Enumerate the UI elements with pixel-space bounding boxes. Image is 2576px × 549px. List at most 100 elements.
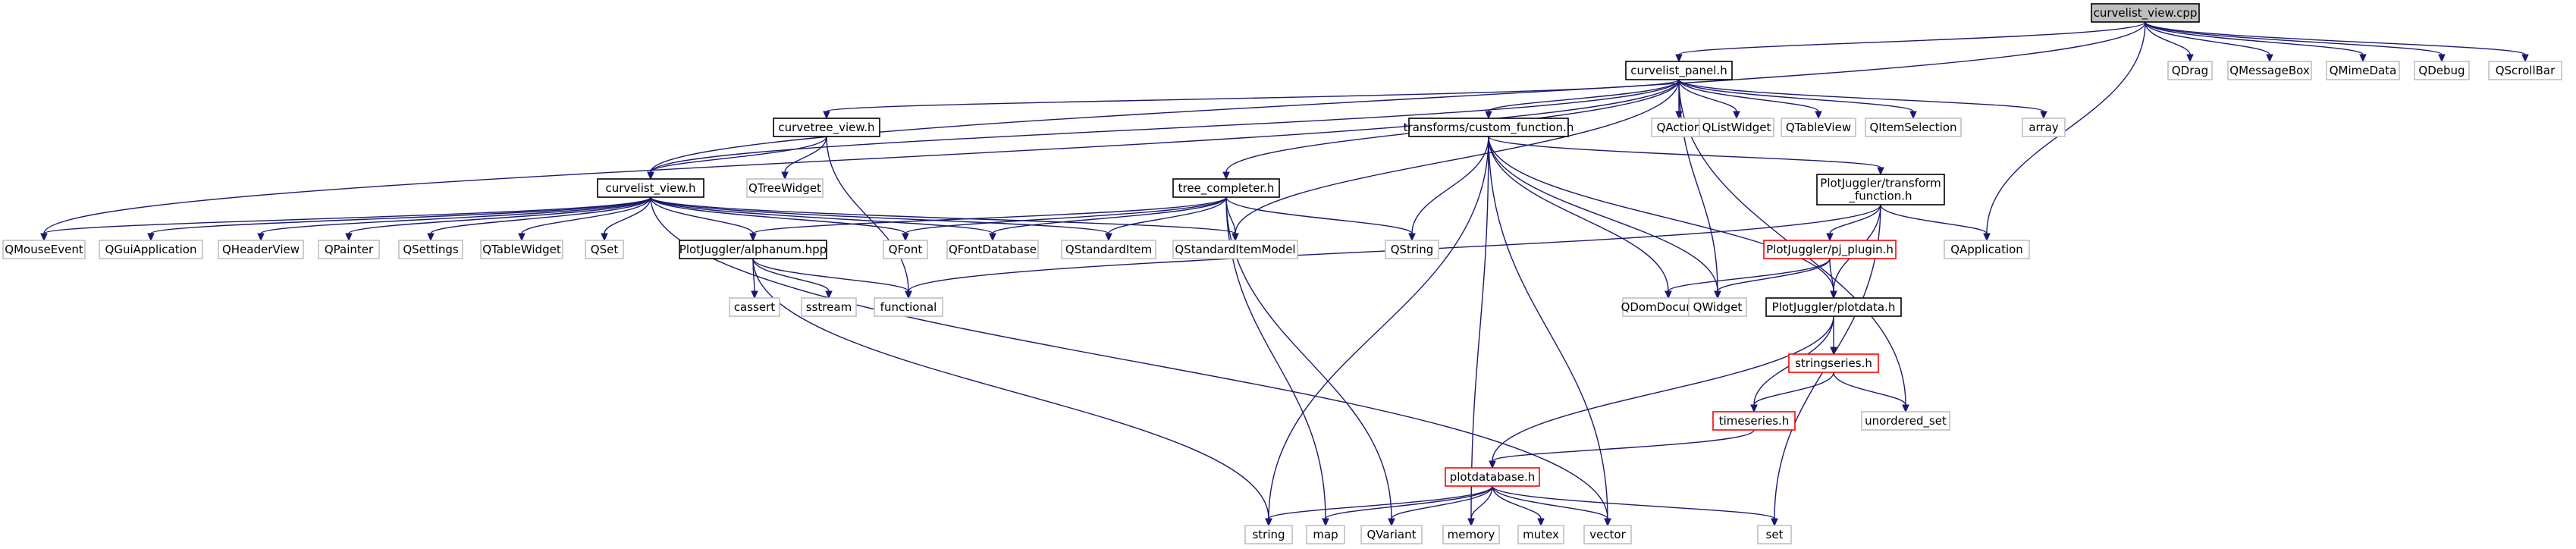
node-qapplication: QApplication [1944, 240, 2030, 259]
node-label: unordered_set [1865, 414, 1947, 428]
edge-curvelist-panel-h-to-qtableview [1678, 79, 1822, 120]
node-pj-plugin-h[interactable]: PlotJuggler/pj_plugin.h [1763, 240, 1897, 259]
node-box [1712, 411, 1796, 431]
edge-pj-plugin-h-to-qdomdocument [1665, 258, 1831, 300]
node-box [398, 240, 463, 259]
node-box [1061, 240, 1156, 259]
node-label: QFontDatabase [949, 243, 1037, 256]
node-qstandarditemmodel: QStandardItemModel [1172, 240, 1298, 259]
node-box [99, 240, 203, 259]
node-box [2488, 61, 2562, 80]
node-label: map [1313, 528, 1338, 541]
node-transform-function-h[interactable]: PlotJuggler/transform_function.h [1816, 174, 1945, 205]
node-stringseries-h[interactable]: stringseries.h [1788, 353, 1879, 373]
node-box [2, 240, 86, 259]
edge-plotdatabase-h-to-string [1265, 485, 1493, 527]
edge-alphanum-hpp-to-sstream [752, 258, 833, 300]
node-label: QTreeWidget [748, 181, 821, 195]
node-box [1699, 118, 1774, 137]
node-box [597, 178, 704, 198]
edge-transforms-custom-function-h-to-plotdata-h [1488, 136, 1837, 300]
node-box [1763, 240, 1897, 259]
edge-curvelist-view-h-to-qtablewidget [518, 196, 651, 242]
node-box [1408, 118, 1569, 137]
edge-curvelist-view-h-to-qmouseevent [40, 196, 651, 242]
edge-curvetree-view-h-to-qtreewidget [781, 136, 827, 180]
node-label: curvelist_panel.h [1630, 64, 1727, 78]
node-box [1625, 61, 1733, 80]
node-label: PlotJuggler/transform [1820, 177, 1941, 190]
node-box [1172, 240, 1298, 259]
edge-plotdatabase-h-to-vector [1492, 485, 1611, 527]
node-box [1517, 525, 1564, 544]
node-qset: QSet [585, 240, 624, 259]
node-plotdatabase-h[interactable]: plotdatabase.h [1445, 467, 1540, 487]
edge-curvelist-view-h-to-qfontdatabase [650, 196, 996, 242]
node-label: QGuiApplication [105, 243, 197, 256]
edge-curvelist-view-cpp-to-qdebug [2145, 21, 2446, 63]
node-box [883, 240, 928, 259]
node-label: stringseries.h [1795, 356, 1872, 370]
node-label: vector [1589, 528, 1626, 541]
node-label: QMimeData [2330, 64, 2397, 77]
node-label: QSettings [403, 243, 459, 256]
node-label: memory [1448, 528, 1495, 541]
node-timeseries-h[interactable]: timeseries.h [1712, 411, 1796, 431]
node-qpainter: QPainter [318, 240, 380, 259]
node-label: QListWidget [1702, 121, 1771, 134]
node-string: string [1244, 525, 1293, 544]
edge-plotdatabase-h-to-qvariant [1388, 485, 1493, 527]
node-box [1816, 174, 1945, 205]
node-box [2022, 118, 2066, 137]
node-box [746, 178, 824, 198]
node-box [773, 118, 880, 137]
node-qitemselection: QItemSelection [1865, 118, 1962, 137]
node-curvelist-view-h[interactable]: curvelist_view.h [597, 178, 704, 198]
node-label: mutex [1523, 528, 1559, 541]
node-box [2414, 61, 2470, 80]
node-label: QHeaderView [222, 243, 300, 256]
node-box [218, 240, 304, 259]
node-map: map [1306, 525, 1345, 544]
node-box [2326, 61, 2400, 80]
edge-curvelist-panel-h-to-curvetree-view-h [823, 79, 1680, 120]
node-transforms-custom-function-h[interactable]: transforms/custom_function.h [1404, 118, 1574, 137]
node-alphanum-hpp[interactable]: PlotJuggler/alphanum.hpp [679, 240, 827, 259]
node-qwidget: QWidget [1688, 297, 1747, 317]
node-box [1445, 467, 1540, 487]
node-label: QFont [889, 243, 923, 256]
node-box [1172, 178, 1280, 198]
node-tree-completer-h[interactable]: tree_completer.h [1172, 178, 1280, 198]
node-label: PlotJuggler/pj_plugin.h [1766, 243, 1894, 257]
edge-plotdatabase-h-to-mutex [1492, 485, 1545, 527]
node-plotdata-h[interactable]: PlotJuggler/plotdata.h [1765, 297, 1902, 317]
node-box [1306, 525, 1345, 544]
edge-transforms-custom-function-h-to-memory [1467, 136, 1489, 527]
node-qheaderview: QHeaderView [218, 240, 304, 259]
node-label: QStandardItemModel [1175, 243, 1295, 256]
node-box [946, 240, 1039, 259]
edge-transform-function-h-to-qapplication [1880, 204, 1991, 242]
node-label: curvelist_view.cpp [2094, 6, 2198, 20]
node-curvelist-panel-h[interactable]: curvelist_panel.h [1625, 61, 1733, 80]
node-sstream: sstream [801, 297, 857, 317]
edge-curvelist-view-cpp-to-qmimedata [2145, 21, 2367, 63]
edge-curvelist-panel-h-to-qmouseevent [40, 79, 1680, 242]
edge-tree-completer-h-to-alphanum-hpp [749, 196, 1227, 242]
node-box [1861, 411, 1950, 431]
node-box [679, 240, 827, 259]
node-curvelist-view-cpp[interactable]: curvelist_view.cpp [2091, 3, 2200, 23]
edge-curvelist-view-h-to-qstandarditemmodel [650, 196, 1239, 242]
node-box [1442, 525, 1500, 544]
edge-tree-completer-h-to-qstandarditem [1105, 196, 1227, 242]
node-box [801, 297, 857, 317]
node-qstandarditem: QStandardItem [1061, 240, 1156, 259]
node-curvetree-view-h[interactable]: curvetree_view.h [773, 118, 880, 137]
node-set: set [1757, 525, 1792, 544]
node-memory: memory [1442, 525, 1500, 544]
node-box [1651, 118, 1707, 137]
node-box [1788, 353, 1879, 373]
edge-tree-completer-h-to-qfont [902, 196, 1227, 242]
node-label: plotdatabase.h [1450, 470, 1536, 484]
